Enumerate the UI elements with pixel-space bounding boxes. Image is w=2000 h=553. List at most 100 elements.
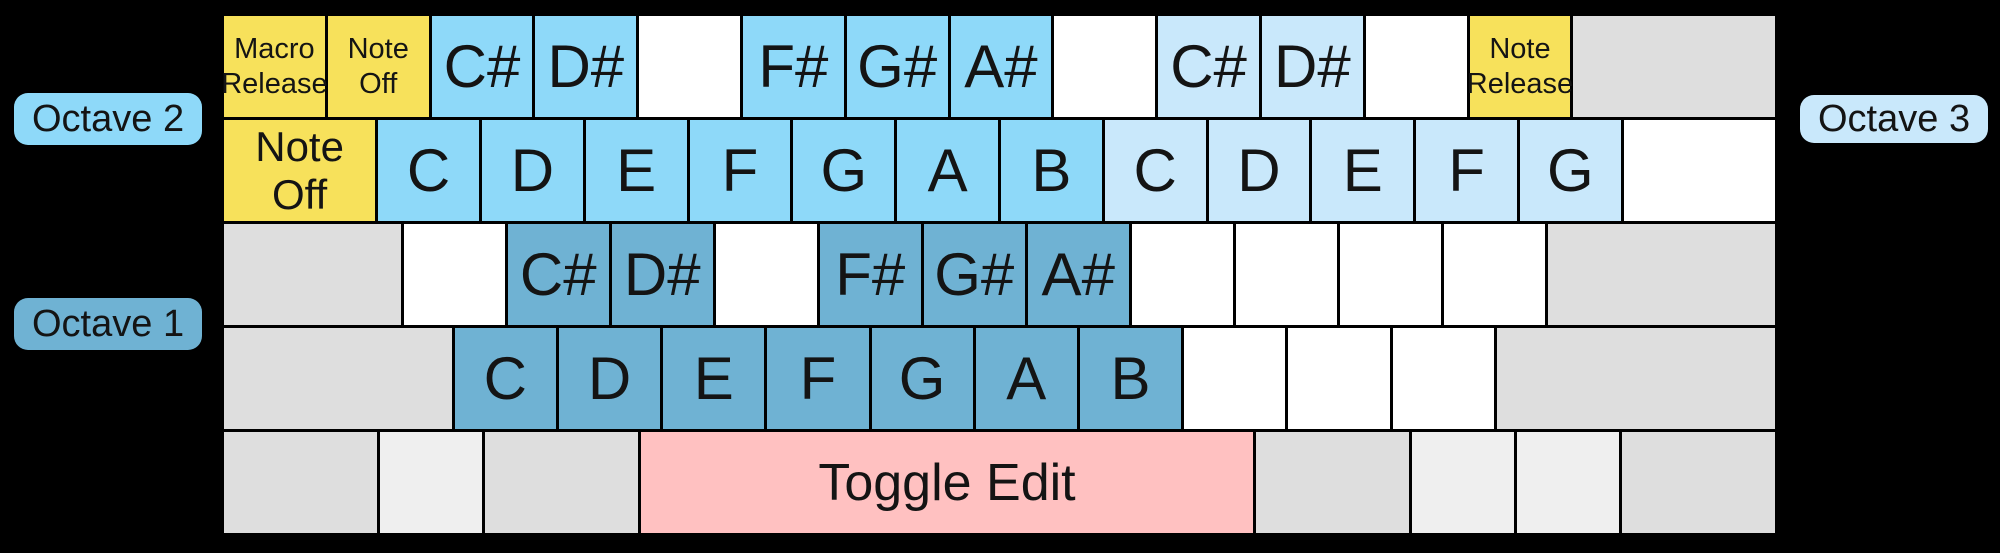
key-label: Off — [359, 67, 398, 100]
unmapped-key-light — [380, 432, 482, 533]
key-label: F# — [835, 241, 906, 308]
key-label: D# — [1274, 33, 1351, 100]
key-label: Note — [1489, 32, 1551, 65]
key-label: B — [1031, 137, 1072, 204]
note-dsharp-oct3: D# — [1261, 16, 1363, 117]
note-a-oct2: A — [897, 120, 998, 221]
blank-key — [1288, 328, 1390, 429]
note-gsharp-oct1: G# — [923, 224, 1025, 325]
note-d-oct3: D — [1208, 120, 1310, 221]
note-c-oct3: C — [1104, 120, 1206, 221]
key-label: F# — [758, 33, 829, 100]
unmapped-key — [1496, 328, 1776, 429]
note-csharp-oct2: C# — [431, 16, 533, 117]
key-label: D — [1237, 137, 1281, 204]
octave-1-label: Octave 1 — [14, 298, 203, 350]
blank-key — [1392, 328, 1494, 429]
unmapped-key-light — [1412, 432, 1514, 533]
key-label: D# — [623, 241, 701, 308]
note-g-oct3: G — [1519, 120, 1621, 221]
key-label: B — [1110, 345, 1151, 412]
note-e-oct1: E — [663, 328, 765, 429]
note-e-oct3: E — [1312, 120, 1414, 221]
note-fsharp-oct2: F# — [742, 16, 844, 117]
note-f-oct2: F — [689, 120, 791, 221]
note-asharp-oct1: A# — [1027, 224, 1129, 325]
note-b-oct1: B — [1079, 328, 1182, 429]
unmapped-key — [485, 432, 638, 533]
note-csharp-oct3: C# — [1158, 16, 1259, 117]
blank-key — [1339, 224, 1441, 325]
unmapped-key — [1573, 16, 1775, 117]
key-label: Note — [347, 32, 409, 65]
key-label: D — [510, 137, 555, 204]
note-d-oct1: D — [558, 328, 661, 429]
note-dsharp-oct2: D# — [535, 16, 637, 117]
note-asharp-oct2: A# — [950, 16, 1052, 117]
key-label: F — [799, 345, 837, 412]
blank-key — [1365, 16, 1467, 117]
keyboard-row-5: Toggle Edit — [224, 432, 1775, 533]
key-label: Release — [1466, 67, 1574, 100]
key-label: A — [1006, 345, 1047, 412]
key-label: A# — [964, 33, 1038, 100]
toggle-edit-key: Toggle Edit — [641, 432, 1253, 533]
blank-key — [1131, 224, 1233, 325]
note-dsharp-oct1: D# — [611, 224, 713, 325]
key-label: D — [587, 345, 632, 412]
key-label: A — [927, 137, 968, 204]
key-label: C — [1133, 137, 1177, 204]
unmapped-key — [224, 432, 377, 533]
unmapped-key-light — [1517, 432, 1619, 533]
note-g-oct2: G — [793, 120, 895, 221]
unmapped-key — [224, 328, 452, 429]
key-label: G — [820, 137, 868, 204]
note-f-oct3: F — [1416, 120, 1517, 221]
key-label: G — [898, 345, 946, 412]
octave-3-label: Octave 3 — [1800, 95, 1989, 143]
key-label: C — [483, 345, 527, 412]
key-label: F — [721, 137, 759, 204]
blank-key — [715, 224, 817, 325]
key-label: C# — [443, 33, 521, 100]
octave-2-label: Octave 2 — [14, 93, 203, 145]
key-label: Macro — [234, 32, 315, 65]
blank-key — [1184, 328, 1286, 429]
key-label: Toggle Edit — [818, 453, 1076, 512]
blank-key — [1054, 16, 1156, 117]
note-a-oct1: A — [975, 328, 1077, 429]
key-label: C# — [519, 241, 597, 308]
note-gsharp-oct2: G# — [846, 16, 948, 117]
key-label: E — [1342, 137, 1383, 204]
note-fsharp-oct1: F# — [819, 224, 921, 325]
blank-key — [639, 16, 740, 117]
key-label: A# — [1041, 241, 1115, 308]
blank-key — [1443, 224, 1545, 325]
note-e-oct2: E — [585, 120, 687, 221]
key-label: D# — [547, 33, 625, 100]
note-b-oct2: B — [1000, 120, 1102, 221]
note-c-oct1: C — [454, 328, 556, 429]
unmapped-key — [1547, 224, 1775, 325]
key-label: Note — [255, 123, 344, 171]
blank-key — [1623, 120, 1775, 221]
key-label: E — [693, 345, 734, 412]
key-label: F — [1448, 137, 1485, 204]
key-label: Off — [271, 170, 328, 218]
key-label: G — [1547, 137, 1594, 204]
note-csharp-oct1: C# — [507, 224, 609, 325]
key-label: C — [406, 137, 451, 204]
note-f-oct1: F — [767, 328, 869, 429]
key-label: G# — [857, 33, 938, 100]
key-label: G# — [934, 241, 1015, 308]
unmapped-key — [1622, 432, 1775, 533]
keyboard-row-3: C# D# F# G# A# — [224, 224, 1775, 325]
note-c-oct2: C — [378, 120, 479, 221]
